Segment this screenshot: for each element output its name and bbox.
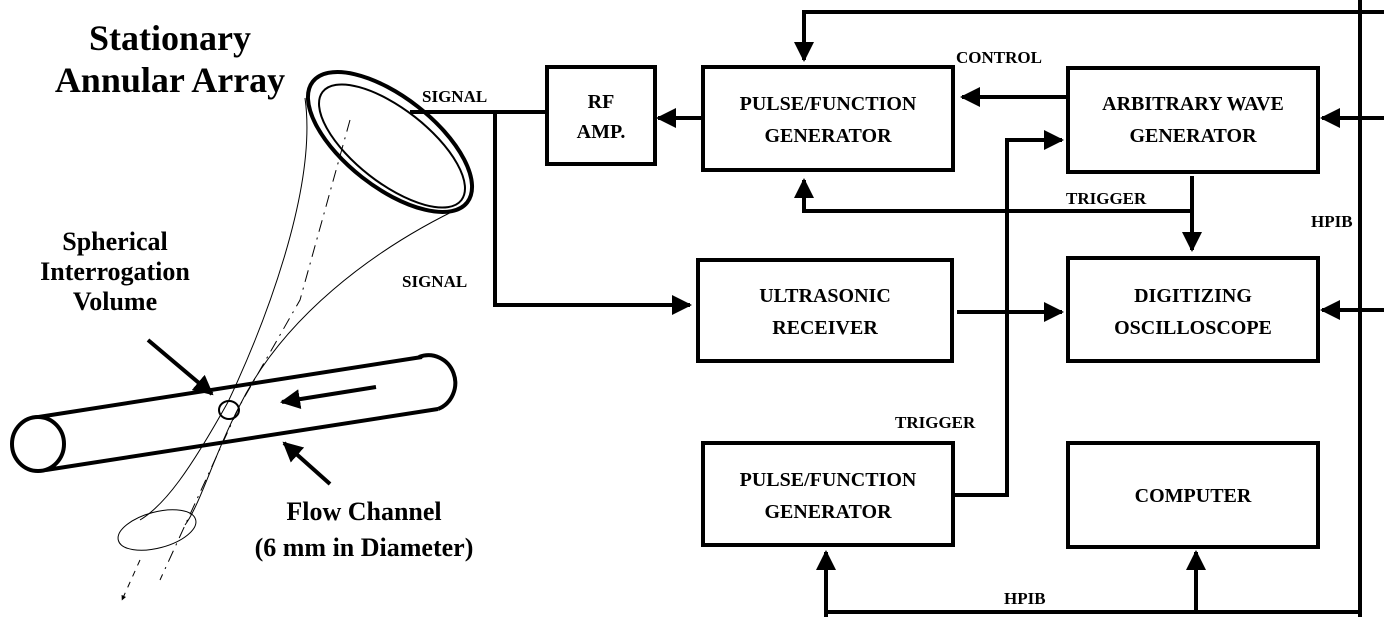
array-title-line1: Stationary	[89, 18, 251, 58]
volume-label-line1: Spherical	[62, 227, 167, 256]
rf-amp-line2: AMP.	[577, 121, 626, 143]
signal-wiring	[410, 108, 702, 315]
pulse-generator-top-block: PULSE/FUNCTION GENERATOR	[701, 65, 955, 172]
array-title: Stationary Annular Array	[55, 18, 285, 100]
annular-array-transducer	[305, 70, 475, 214]
volume-pointer-arrow	[146, 338, 214, 396]
channel-pointer-arrow	[282, 441, 332, 486]
signal-label-top: SIGNAL	[422, 87, 487, 106]
arbitrary-wave-generator-block: ARBITRARY WAVE GENERATOR	[1066, 66, 1320, 174]
ultrasound-beam	[117, 97, 467, 601]
scope-line1: DIGITIZING	[1134, 285, 1252, 307]
flow-channel	[10, 353, 458, 473]
control-wiring	[794, 10, 1384, 107]
array-title-line2: Annular Array	[55, 60, 285, 100]
volume-label: Spherical Interrogation Volume	[40, 227, 190, 316]
hpib-bus	[816, 0, 1384, 617]
receiver-line2: RECEIVER	[772, 317, 878, 339]
scope-line2: OSCILLOSCOPE	[1114, 317, 1272, 339]
rf-amp-line1: RF	[588, 91, 615, 113]
arb-wave-gen-line1: ARBITRARY WAVE	[1102, 93, 1284, 115]
pulse-gen-bottom-line1: PULSE/FUNCTION	[740, 469, 917, 491]
hpib-label-bottom: HPIB	[1004, 589, 1046, 608]
trigger-wiring	[794, 130, 1202, 497]
digitizing-oscilloscope-block: DIGITIZING OSCILLOSCOPE	[1066, 256, 1320, 363]
ultrasonic-receiver-block: ULTRASONIC RECEIVER	[696, 258, 954, 363]
pulse-gen-top-line1: PULSE/FUNCTION	[740, 93, 917, 115]
trigger-label-top: TRIGGER	[1066, 189, 1147, 208]
channel-label: Flow Channel (6 mm in Diameter)	[255, 497, 474, 562]
signal-label-mid: SIGNAL	[402, 272, 467, 291]
channel-label-line2: (6 mm in Diameter)	[255, 533, 474, 562]
rf-amp-block: RF AMP.	[545, 65, 657, 166]
interrogation-volume-marker	[218, 400, 240, 420]
volume-label-line2: Interrogation	[40, 257, 190, 286]
channel-label-line1: Flow Channel	[286, 497, 441, 526]
flow-direction-arrow	[280, 385, 377, 410]
pulse-generator-bottom-block: PULSE/FUNCTION GENERATOR	[701, 441, 955, 547]
trigger-label-bottom: TRIGGER	[895, 413, 976, 432]
receiver-line1: ULTRASONIC	[759, 285, 891, 307]
pulse-gen-top-line2: GENERATOR	[764, 125, 892, 147]
arb-wave-gen-line2: GENERATOR	[1129, 125, 1257, 147]
computer-label: COMPUTER	[1135, 485, 1252, 507]
computer-block: COMPUTER	[1066, 441, 1320, 549]
volume-label-line3: Volume	[73, 287, 157, 316]
control-label: CONTROL	[956, 48, 1042, 67]
hpib-label-right: HPIB	[1311, 212, 1353, 231]
pulse-gen-bottom-line2: GENERATOR	[764, 501, 892, 523]
